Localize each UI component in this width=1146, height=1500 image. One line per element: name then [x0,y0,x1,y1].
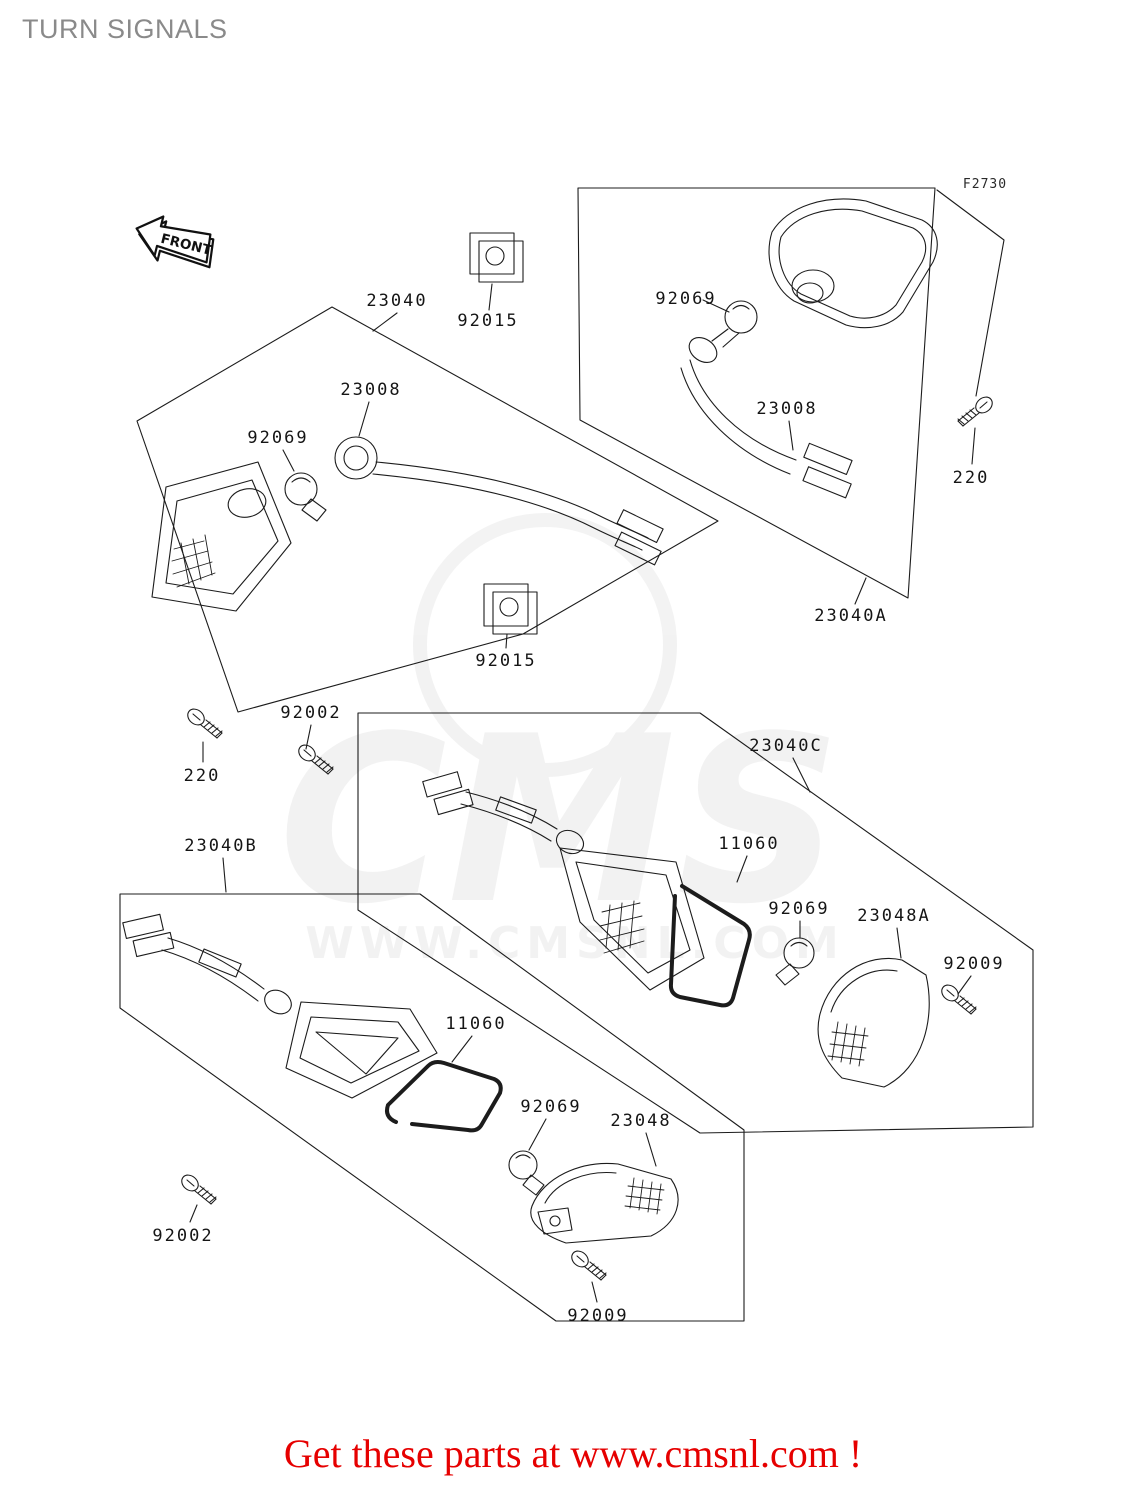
grommet-92015-top [469,232,524,283]
part-label-23040C: 23040C [749,736,823,756]
bulb-92069-bottom [508,1150,545,1196]
harness-23040B [122,913,292,1015]
lens-front-left [151,461,292,612]
part-label-92069-left: 92069 [247,428,309,448]
watermark: CMS WWW.CMSNL.COM [278,513,845,969]
part-label-220-left: 220 [183,766,221,786]
part-label-92002-top: 92002 [280,703,342,723]
part-label-23048A: 23048A [857,906,931,926]
part-label-23040: 23040 [366,291,428,311]
lens-middle [559,847,705,991]
part-label-23008-right: 23008 [756,399,818,419]
group-leader-lines [189,283,976,1303]
part-label-220-right: 220 [952,468,990,488]
screw-92009-top [938,981,977,1015]
part-label-23008-left: 23008 [340,380,402,400]
lens-23048A [817,958,930,1088]
harness-23008-left [334,436,664,566]
front-arrow: FRONT [135,215,215,269]
screw-92002-bottom [178,1171,217,1205]
part-label-23048: 23048 [610,1111,672,1131]
part-label-92009-bottom: 92009 [567,1306,629,1326]
housing-23040A [768,198,938,329]
part-label-92069-middle: 92069 [768,899,830,919]
lens-bottom-left [285,1001,438,1099]
part-label-23040B: 23040B [184,836,258,856]
part-label-11060-top: 11060 [718,834,780,854]
screw-92009-bottom [568,1247,607,1281]
screw-220-right [957,393,996,427]
bulb-92069-middle [775,937,815,986]
bulb-92069-left [284,472,327,522]
gasket-11060-top [668,884,752,1008]
footer-link[interactable]: Get these parts at www.cmsnl.com ! [283,1431,863,1476]
screw-220-left [184,705,223,739]
part-label-92015-top: 92015 [457,311,519,331]
svg-text:CMS: CMS [278,688,841,955]
svg-text:WWW.CMSNL.COM: WWW.CMSNL.COM [305,918,845,969]
part-label-92069-topright: 92069 [655,289,717,309]
part-label-92015-bottom: 92015 [475,651,537,671]
harness-23040C [422,771,585,855]
gasket-11060-bottom [385,1060,503,1133]
page-title: TURN SIGNALS [22,14,228,44]
grommet-92015-bottom [483,583,538,635]
group-boxes [119,187,1034,1322]
figure-ref: F2730 [962,177,1008,192]
part-label-92002-bottom: 92002 [152,1226,214,1246]
part-label-92009-top: 92009 [943,954,1005,974]
part-label-11060-bottom: 11060 [445,1014,507,1034]
lens-23048 [530,1162,679,1244]
bulb-socket-92069-right [680,300,853,499]
part-label-23040A: 23040A [814,606,888,626]
part-label-92069-bottom: 92069 [520,1097,582,1117]
